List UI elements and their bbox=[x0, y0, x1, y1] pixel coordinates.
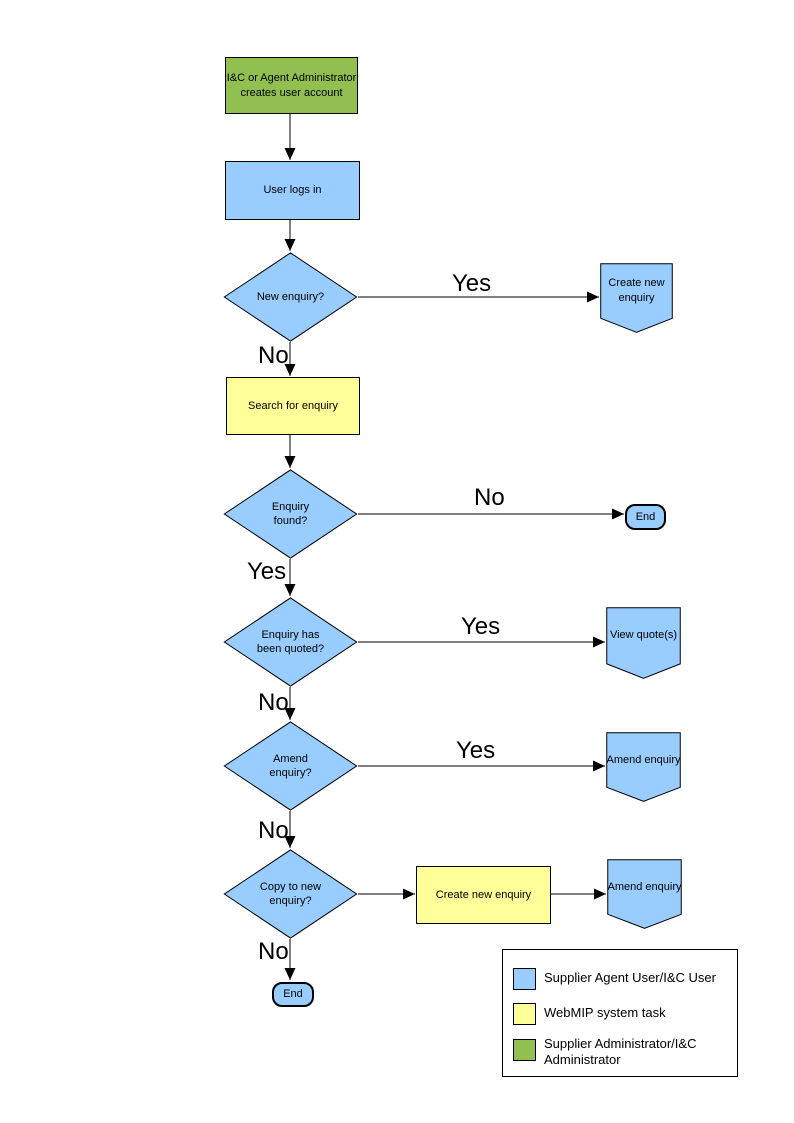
node-label: Search for enquiry bbox=[248, 399, 338, 412]
decision-label: Enquiry has been quoted? bbox=[256, 628, 325, 655]
node-admin-creates-account: I&C or Agent Administrator creates user … bbox=[225, 57, 358, 114]
decision-label: Copy to new enquiry? bbox=[259, 880, 322, 907]
node-label: Create new enquiry bbox=[435, 888, 532, 901]
node-label: User logs in bbox=[263, 184, 322, 197]
decision-enquiry-quoted: Enquiry has been quoted? bbox=[223, 597, 358, 687]
edge-label-enquiry-found-no: No bbox=[474, 484, 505, 511]
node-label: Amend enquiry bbox=[606, 753, 681, 766]
edge-label-new-enquiry-yes: Yes bbox=[452, 270, 492, 297]
node-create-new-enquiry-task: Create new enquiry bbox=[416, 866, 551, 924]
node-amend-enquiry-1: Amend enquiry bbox=[606, 732, 681, 802]
decision-label: New enquiry? bbox=[256, 290, 325, 303]
node-end-not-found: End bbox=[625, 504, 666, 530]
edge-label-enquiry-found-yes: Yes bbox=[247, 558, 287, 585]
edge-label-quoted-no: No bbox=[258, 689, 289, 716]
node-search-for-enquiry: Search for enquiry bbox=[226, 377, 360, 435]
diamond-shape bbox=[223, 469, 358, 559]
node-view-quotes: View quote(s) bbox=[606, 607, 681, 679]
legend-label: Supplier Agent User/I&C User bbox=[544, 970, 716, 985]
legend-swatch-supplier-admin bbox=[513, 1039, 536, 1061]
decision-new-enquiry: New enquiry? bbox=[223, 252, 358, 342]
diamond-shape bbox=[223, 597, 358, 687]
node-label: View quote(s) bbox=[609, 629, 678, 642]
decision-amend-enquiry: Amend enquiry? bbox=[223, 721, 358, 811]
legend: Supplier Agent User/I&C User WebMIP syst… bbox=[502, 949, 738, 1077]
diamond-shape bbox=[223, 849, 358, 939]
decision-label: Amend enquiry? bbox=[269, 752, 312, 779]
node-label: I&C or Agent Administrator creates user … bbox=[226, 72, 357, 99]
node-amend-enquiry-2: Amend enquiry bbox=[607, 859, 682, 929]
diamond-shape bbox=[223, 721, 358, 811]
node-label: End bbox=[283, 988, 303, 1001]
pentagon-shape bbox=[606, 607, 681, 679]
pentagon-shape bbox=[606, 732, 681, 802]
pentagon-shape bbox=[600, 263, 673, 333]
node-label: Create new enquiry bbox=[608, 277, 665, 304]
edge-label-quoted-yes: Yes bbox=[461, 613, 501, 640]
decision-enquiry-found: Enquiry found? bbox=[223, 469, 358, 559]
pentagon-shape bbox=[607, 859, 682, 929]
legend-swatch-supplier-agent-user bbox=[513, 968, 536, 990]
decision-label: Enquiry found? bbox=[271, 500, 310, 527]
node-label: Amend enquiry bbox=[607, 880, 682, 893]
edge-label-amend-yes: Yes bbox=[456, 737, 496, 764]
edge-label-amend-no: No bbox=[258, 817, 289, 844]
legend-swatch-webmip-task bbox=[513, 1003, 536, 1025]
legend-label: WebMIP system task bbox=[544, 1005, 666, 1020]
node-end-final: End bbox=[272, 982, 314, 1007]
diamond-shape bbox=[223, 252, 358, 342]
edge-label-copy-no: No bbox=[258, 938, 289, 965]
node-create-new-enquiry-action: Create new enquiry bbox=[600, 263, 673, 333]
edge-label-new-enquiry-no: No bbox=[258, 342, 289, 369]
legend-label: Supplier Administrator/I&C Administrator bbox=[544, 1036, 697, 1067]
node-user-logs-in: User logs in bbox=[225, 161, 360, 220]
node-label: End bbox=[635, 510, 656, 523]
decision-copy-to-new-enquiry: Copy to new enquiry? bbox=[223, 849, 358, 939]
